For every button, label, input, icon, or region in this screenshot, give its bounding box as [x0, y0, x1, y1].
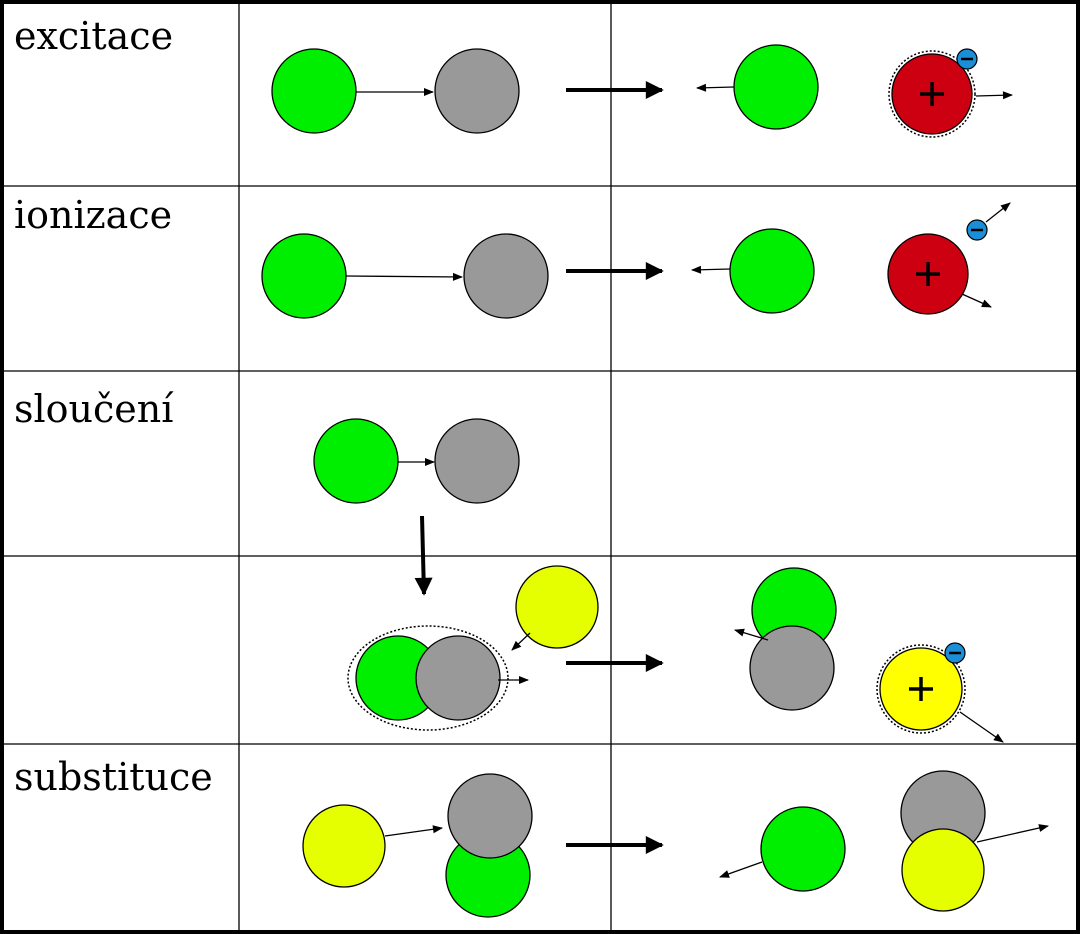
yellow-particle	[302, 804, 386, 888]
gray-particle	[434, 48, 520, 134]
row-slouceni-before	[313, 418, 520, 504]
velocity-arrow	[345, 272, 463, 281]
green-particle	[729, 228, 815, 314]
yellow-velocity-arrow	[511, 632, 531, 651]
green-particle	[733, 44, 819, 130]
row-excitace-after	[696, 44, 1013, 138]
green-particle	[271, 48, 357, 134]
row-substituce-before	[302, 773, 533, 918]
row-label-ionizace: ionizace	[14, 193, 173, 237]
ion-velocity-arrow	[961, 293, 992, 308]
row-substituce-after	[719, 770, 1049, 912]
molecule-velocity-arrow	[976, 824, 1049, 843]
row-label-excitace: excitace	[14, 14, 174, 58]
green-particle	[313, 418, 399, 504]
gray-particle	[463, 233, 549, 319]
yellow-particle	[515, 565, 599, 649]
molecule-velocity-arrow	[734, 628, 769, 641]
excited-shell	[888, 50, 976, 138]
electron-velocity-arrow	[985, 202, 1011, 223]
gray-particle	[749, 625, 835, 711]
green-particle	[261, 233, 347, 319]
row-label-substituce: substituce	[14, 755, 213, 799]
row-excitace-before	[271, 48, 520, 134]
recoil-arrow	[719, 861, 763, 878]
row-ionizace-before	[261, 233, 549, 319]
gray-particle	[415, 635, 501, 721]
recoil-arrow	[696, 83, 735, 92]
row-4-after	[734, 567, 1004, 743]
ion-velocity-arrow	[975, 91, 1013, 100]
row-4-before	[347, 565, 599, 731]
reaction-arrow-down	[414, 515, 433, 596]
row-ionizace-after	[691, 202, 1011, 315]
velocity-arrow	[384, 825, 443, 837]
excited-molecule-shell	[347, 625, 509, 731]
yellow-particle	[901, 828, 985, 912]
recoil-arrow	[691, 265, 731, 274]
gray-particle	[434, 418, 520, 504]
ion-velocity-arrow	[959, 711, 1004, 743]
green-particle	[760, 806, 846, 892]
gray-particle	[447, 773, 533, 859]
row-label-slouceni: sloučení	[14, 387, 174, 431]
excited-shell	[876, 644, 966, 734]
